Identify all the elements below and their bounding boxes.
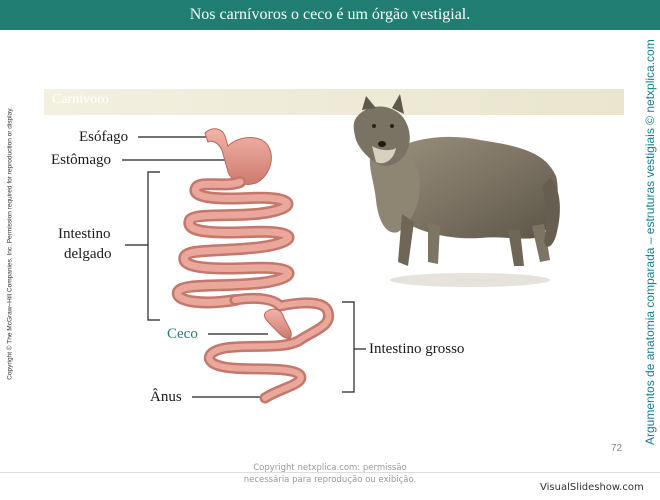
label-intestino-delgado-1: Intestino <box>58 224 111 244</box>
label-esofago: Esófago <box>79 127 128 147</box>
footer-copyright: Copyright netxplica.com: permissão neces… <box>240 462 420 486</box>
small-intestine <box>178 182 289 302</box>
footer-line-2: necessária para reprodução ou exibição. <box>240 474 420 486</box>
wolf-illustration <box>354 94 560 287</box>
page-number: 72 <box>611 443 622 454</box>
label-estomago: Estômago <box>51 150 111 170</box>
stomach <box>205 129 271 185</box>
label-intestino-delgado-2: delgado <box>64 244 111 264</box>
label-ceco: Ceco <box>167 324 198 344</box>
label-intestino-grosso: Intestino grosso <box>369 339 464 359</box>
label-anus: Ânus <box>150 387 182 407</box>
watermark: VisualSlideshow.com <box>540 482 644 493</box>
cecum <box>264 309 291 338</box>
watermark-divider <box>0 472 660 473</box>
